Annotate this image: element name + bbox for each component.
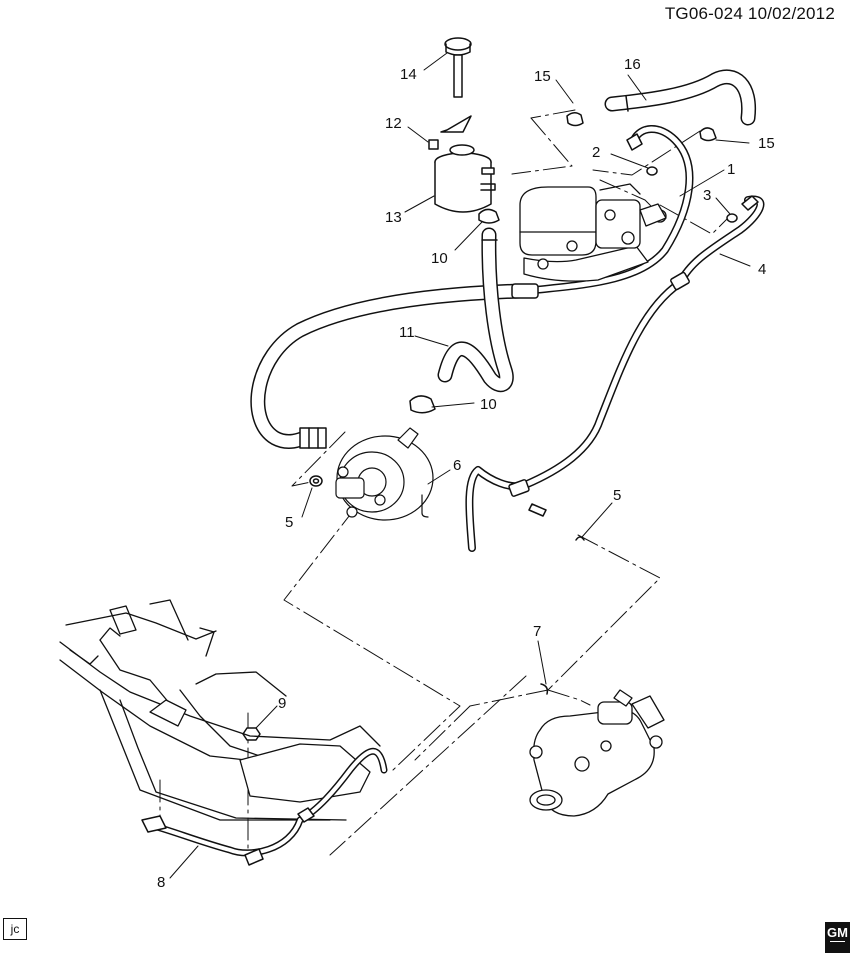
- power-steering-pump: [335, 427, 434, 521]
- o-ring-seal-2: [646, 166, 658, 176]
- nut-9: [242, 727, 261, 741]
- steering-gear: [529, 689, 665, 817]
- gm-logo-underline: [830, 941, 845, 942]
- hose-clamp-upper: [478, 208, 500, 224]
- seal-5-lower: [575, 536, 585, 541]
- gm-logo-text: GM: [827, 925, 848, 940]
- callout-1: 1: [727, 161, 735, 178]
- callout-8: 8: [157, 874, 165, 891]
- supply-hose: [437, 227, 514, 393]
- gm-logo: GM: [825, 922, 850, 953]
- hose-clamp-return-left: [566, 112, 584, 127]
- hose-clamp-lower: [409, 395, 436, 414]
- pressure-hose-11: [250, 283, 539, 449]
- callout-2: 2: [592, 144, 600, 161]
- callout-7: 7: [533, 623, 541, 640]
- pressure-pipe-1: [531, 125, 694, 294]
- callout-3: 3: [703, 187, 711, 204]
- callout-15-left: 15: [534, 68, 551, 85]
- reservoir-inlet-fitting: [481, 167, 495, 175]
- callout-13: 13: [385, 209, 402, 226]
- doc-id: TG06-024 10/02/2012: [664, 4, 835, 23]
- reservoir-grommet: [428, 139, 439, 150]
- reservoir-dipstick-blade: [453, 54, 463, 98]
- callout-6: 6: [453, 457, 461, 474]
- callout-9: 9: [278, 695, 286, 712]
- reservoir-assembly: [434, 37, 496, 213]
- callout-11: 11: [399, 324, 415, 341]
- clip-7: [540, 683, 549, 695]
- callout-14: 14: [400, 66, 417, 83]
- return-pipe-4: [465, 195, 765, 552]
- callout-labels: 1 2 3 4 5 5 6 7 8 9 10 10 11 12 13 14 15…: [157, 56, 775, 891]
- callout-10-lower: 10: [480, 396, 497, 413]
- reservoir-bracket: [440, 115, 472, 133]
- callout-16: 16: [624, 56, 641, 73]
- o-ring-seal-3: [726, 213, 738, 223]
- hose-clamp-return-right: [699, 127, 717, 142]
- callout-leader-lines: [169, 52, 751, 879]
- seal-5-upper: [309, 475, 323, 487]
- reservoir-neck: [449, 144, 475, 156]
- callout-12: 12: [385, 115, 402, 132]
- callout-10-upper: 10: [431, 250, 448, 267]
- callout-15-right: 15: [758, 135, 775, 152]
- reservoir-body: [434, 161, 492, 213]
- return-hose-16: [604, 69, 757, 126]
- reservoir-cap-knob: [444, 37, 472, 51]
- author-initials-box: jc: [3, 918, 27, 940]
- steering-pipe-8: [141, 747, 388, 866]
- callout-5-upper: 5: [285, 514, 293, 531]
- reservoir-outlet: [480, 183, 496, 191]
- callout-4: 4: [758, 261, 766, 278]
- brake-master-cylinder: [519, 183, 667, 282]
- callout-5-lower: 5: [613, 487, 621, 504]
